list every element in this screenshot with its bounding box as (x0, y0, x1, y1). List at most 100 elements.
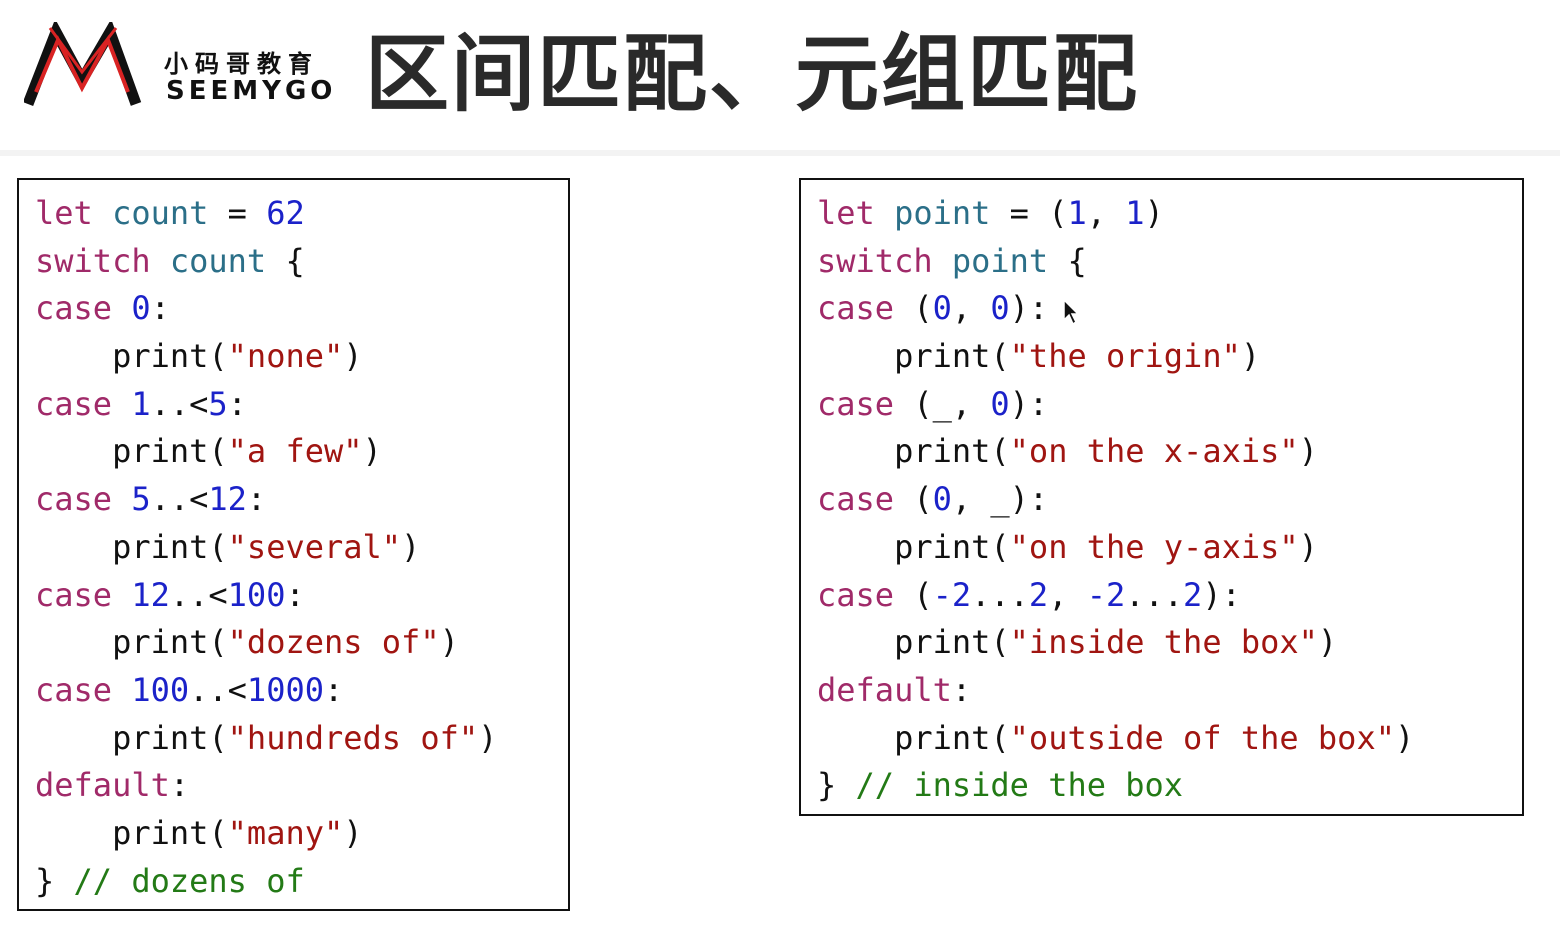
code-token: , _): (951, 480, 1049, 519)
number-token: 62 (266, 194, 305, 232)
number-token: 100 (227, 575, 286, 614)
code-token: ( (894, 575, 933, 614)
string-token: "a few" (227, 432, 363, 471)
keyword-token: let (817, 194, 875, 232)
code-token: ) (1144, 194, 1164, 232)
slide-title: 区间匹配、元组匹配 (365, 25, 1140, 123)
code-token: , (951, 289, 991, 328)
keyword-token: case (35, 289, 113, 328)
code-token: = ( (990, 194, 1068, 232)
code-token: print( (35, 432, 228, 471)
code-token: print( (35, 527, 228, 566)
code-token: ... (1125, 575, 1184, 614)
tuple-matching-code: let point = (1, 1)switch point {case (0,… (817, 190, 1414, 810)
string-token: "outside of the box" (1009, 718, 1395, 757)
string-token: "inside the box" (1009, 623, 1318, 662)
number-token: 0 (932, 289, 952, 328)
code-line: default: (817, 667, 1414, 715)
tuple-matching-code-panel: let point = (1, 1)switch point {case (0,… (799, 178, 1524, 816)
keyword-token: switch (817, 241, 933, 280)
code-token (112, 385, 131, 423)
code-token: ) (1240, 337, 1261, 376)
code-token (93, 194, 112, 232)
number-token: 1000 (246, 670, 324, 709)
number-token: 12 (208, 480, 247, 519)
code-token: : (323, 670, 344, 709)
string-token: "on the y-axis" (1009, 527, 1299, 566)
code-token: ( (894, 289, 933, 328)
code-token: { (1048, 241, 1087, 280)
number-token: 100 (131, 670, 190, 709)
code-token: print( (35, 337, 228, 376)
string-token: "many" (227, 813, 344, 852)
code-token: ): (1009, 289, 1049, 328)
keyword-token: case (817, 480, 895, 519)
code-line: case 5..<12: (35, 476, 497, 524)
code-token: : (150, 289, 170, 328)
code-line: print("many") (35, 810, 497, 858)
code-token: ) (1298, 432, 1318, 471)
keyword-token: case (817, 289, 895, 328)
code-token: ) (362, 432, 382, 471)
string-token: "several" (227, 527, 402, 566)
code-token: ) (1317, 623, 1338, 662)
string-token: "none" (227, 337, 344, 376)
code-token: } (817, 766, 856, 805)
code-token: ..< (150, 480, 209, 519)
code-line: print("hundreds of") (35, 715, 497, 763)
code-token: ) (478, 718, 498, 757)
code-token: = (208, 194, 267, 232)
code-line: print("the origin") (817, 333, 1414, 381)
code-line: case 0: (35, 285, 497, 333)
code-token: : (169, 766, 190, 805)
number-token: 0 (990, 289, 1010, 328)
code-line: case (0, _): (817, 476, 1414, 524)
number-token: 12 (131, 575, 170, 614)
string-token: "hundreds of" (227, 718, 479, 757)
number-token: 0 (131, 289, 151, 328)
code-token (112, 576, 131, 614)
identifier-token: point (951, 241, 1049, 280)
number-token: -2 (932, 575, 972, 614)
code-token: ) (439, 623, 459, 662)
identifier-token: count (169, 241, 267, 280)
code-line: case (0, 0): (817, 285, 1414, 333)
logo-chinese-text: 小码哥教育 (164, 50, 319, 78)
code-token: ): (1009, 384, 1049, 423)
code-line: print("inside the box") (817, 619, 1414, 667)
code-token: ..< (189, 670, 247, 709)
keyword-token: case (35, 384, 113, 423)
code-line: switch count { (35, 238, 497, 286)
keyword-token: case (35, 480, 113, 519)
number-token: 5 (208, 384, 228, 423)
code-token: ): (1202, 575, 1241, 614)
code-line: let count = 62 (35, 190, 497, 238)
seemygo-m-logo-icon (24, 22, 142, 106)
code-token: ( (894, 480, 933, 519)
code-token: : (246, 480, 267, 519)
number-token: 2 (1183, 575, 1203, 614)
keyword-token: case (35, 670, 113, 709)
code-token: print( (817, 432, 1010, 471)
identifier-token: count (112, 194, 209, 232)
code-token: ... (971, 575, 1029, 614)
code-line: let point = (1, 1) (817, 190, 1414, 238)
code-line: print("dozens of") (35, 619, 497, 667)
code-line: case 12..<100: (35, 572, 497, 620)
code-line: case 1..<5: (35, 381, 497, 429)
code-token: { (266, 241, 305, 280)
code-line: print("none") (35, 333, 497, 381)
logo-english-text: SEEMYGO (166, 76, 337, 106)
code-token: print( (817, 623, 1010, 662)
keyword-token: case (35, 575, 113, 614)
code-token: ) (1298, 527, 1318, 566)
code-token: print( (817, 718, 1010, 757)
code-token: print( (35, 718, 228, 757)
seemygo-logo: 小码哥教育 SEEMYGO (24, 22, 332, 112)
code-token: print( (35, 813, 228, 852)
code-token (151, 242, 170, 280)
code-line: switch point { (817, 238, 1414, 286)
code-token: , (1048, 575, 1087, 614)
code-token: print( (817, 337, 1010, 376)
